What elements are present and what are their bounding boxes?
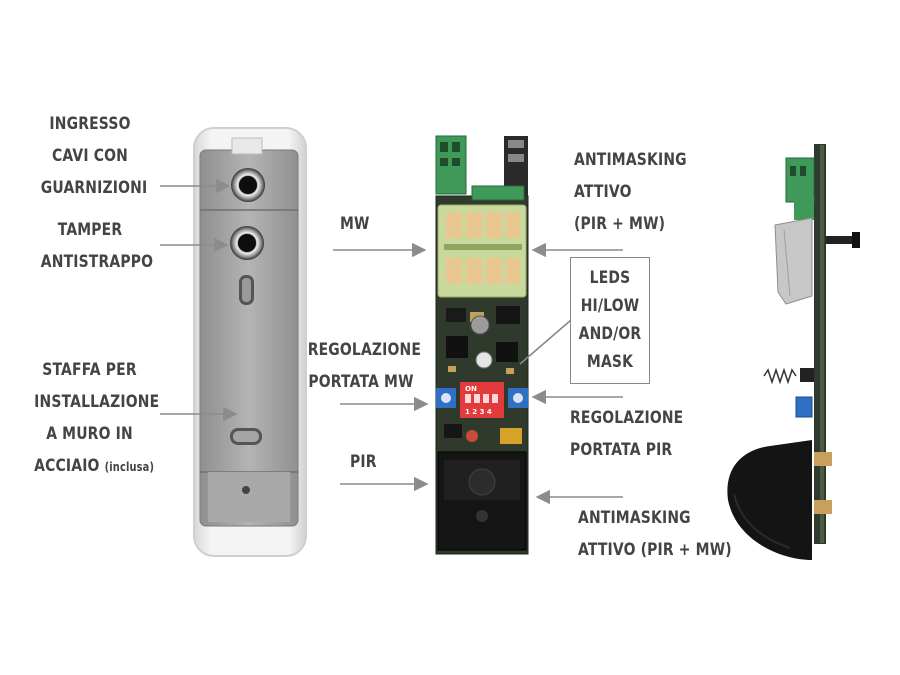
- label-regolazione-mw: REGOLAZIONE PORTATA MW: [307, 340, 422, 392]
- label-antimasking-top: ANTIMASKING ATTIVO (PIR + MW): [574, 150, 687, 234]
- dip-numbers-label: 1 2 3 4: [465, 408, 492, 416]
- sensor-housing: [193, 127, 307, 557]
- dip-on-label: ON: [465, 385, 477, 393]
- label-mw: MW: [340, 214, 370, 234]
- label-antimasking-bottom: ANTIMASKING ATTIVO (PIR + MW): [578, 508, 732, 560]
- label-pir: PIR: [350, 452, 377, 472]
- connector-leds: [519, 319, 572, 365]
- leds-box: [570, 257, 650, 384]
- label-staffa: STAFFA PER INSTALLAZIONE A MURO IN ACCIA…: [34, 360, 160, 476]
- label-ingresso-cavi: INGRESSO CAVI CON GUARNIZIONI: [40, 114, 148, 198]
- side-trimmer-icon: [795, 396, 813, 418]
- label-regolazione-pir: REGOLAZIONE PORTATA PIR: [570, 408, 684, 460]
- label-leds: LEDS HI/LOW AND/OR MASK: [578, 268, 642, 372]
- arrows: [160, 178, 623, 505]
- label-tamper: TAMPER ANTISTRAPPO: [40, 220, 154, 272]
- pcb-board: ON 1 2 3 4: [435, 135, 529, 555]
- side-view: [727, 144, 860, 560]
